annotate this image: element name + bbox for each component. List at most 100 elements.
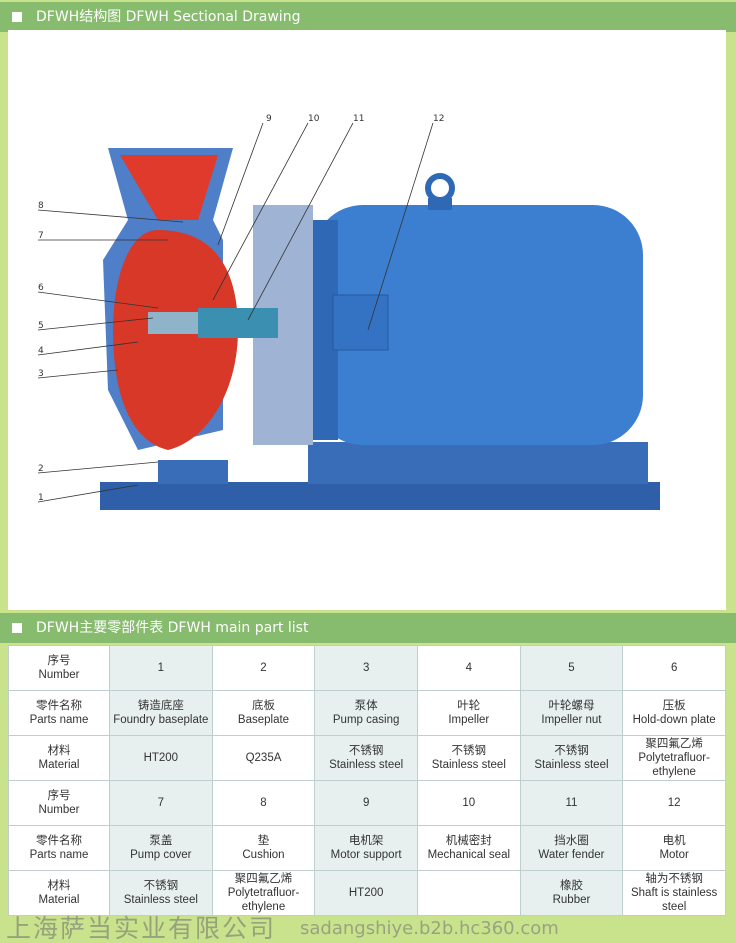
cell-text: Rubber: [552, 894, 591, 906]
cell-text: 聚四氟乙烯: [645, 738, 703, 750]
cell-text: Baseplate: [237, 714, 290, 726]
table-cell: 5: [519, 645, 624, 691]
cell-text: 序号: [47, 655, 71, 667]
cell-text: 7: [157, 797, 165, 809]
cell-text: 叶轮: [457, 700, 481, 712]
cell-text: 不锈钢: [143, 880, 179, 892]
cell-text: HT200: [143, 752, 179, 764]
table-cell: HT200: [314, 870, 418, 916]
cell-text: 材料: [47, 745, 71, 757]
cell-text: Impeller nut: [541, 714, 602, 726]
cell-text: 铸造底座: [137, 700, 184, 712]
cell-text: Parts name: [29, 714, 89, 726]
cell-text: Pump cover: [130, 849, 192, 861]
square-bullet-icon: [12, 623, 22, 633]
cell-text: Polytetrafluor-: [638, 752, 710, 764]
cell-text: Water fender: [538, 849, 605, 861]
section-header-parts: DFWH主要零部件表 DFWH main part list: [0, 613, 736, 643]
table-cell: 泵盖 Pump cover: [109, 825, 213, 871]
callout-2: 2: [38, 464, 44, 474]
callout-7: 7: [38, 231, 44, 241]
cell-text: Hold-down plate: [632, 714, 716, 726]
cell-text: Stainless steel: [431, 759, 506, 771]
pump-sectional-drawing: 1 2 3 4 5 6 7 8 9 10 11 12: [37, 114, 660, 510]
cell-text: Polytetrafluor-: [227, 887, 300, 899]
cell-text: Parts name: [29, 849, 89, 861]
watermark-company: 上海萨当实业有限公司: [6, 914, 277, 943]
section-title: DFWH结构图 DFWH Sectional Drawing: [36, 9, 301, 25]
cell-text: 泵体: [354, 700, 378, 712]
cell-text: 序号: [47, 790, 71, 802]
table-cell: 3: [314, 645, 418, 691]
callout-12: 12: [433, 114, 444, 124]
cell-text: 挡水圈: [554, 835, 589, 847]
table-cell: 6: [622, 645, 726, 691]
cell-text: 橡胶: [559, 880, 583, 892]
cell-text: 12: [667, 797, 681, 809]
callout-lines: [37, 122, 434, 503]
cell-text: 电机架: [348, 835, 384, 847]
cell-text: 底板: [251, 700, 275, 712]
cell-text: 压板: [662, 700, 686, 712]
cell-text: Shaft is stainless: [630, 887, 718, 899]
cell-text: 8: [260, 797, 267, 809]
table-cell: [416, 870, 521, 916]
cell-text: 电机: [662, 835, 686, 847]
table-cell: 挡水圈 Water fender: [519, 825, 624, 871]
cell-text: 零件名称: [36, 835, 82, 847]
table-cell: 11: [519, 780, 624, 826]
cell-text: 1: [157, 662, 165, 674]
cell-text: Foundry baseplate: [113, 714, 209, 726]
callout-9: 9: [266, 114, 272, 124]
watermark-url: sadangshiye.b2b.hc360.com: [300, 918, 559, 939]
table-cell: HT200: [109, 735, 213, 781]
square-bullet-icon: [12, 12, 22, 22]
table-cell: 压板 Hold-down plate: [622, 690, 726, 736]
cell-text: 9: [362, 797, 370, 809]
section-title: DFWH主要零部件表 DFWH main part list: [36, 620, 309, 636]
row-label: 零件名称 Parts name: [8, 825, 110, 871]
cell-text: ethylene: [241, 901, 286, 913]
callout-8: 8: [38, 201, 44, 211]
cell-text: 6: [670, 662, 678, 674]
table-cell: 4: [416, 645, 521, 691]
table-cell: 铸造底座 Foundry baseplate: [109, 690, 213, 736]
table-cell: 7: [109, 780, 213, 826]
cell-text: 机械密封: [445, 835, 492, 847]
cell-text: 11: [565, 797, 578, 809]
cell-text: ethylene: [652, 766, 696, 778]
cell-text: 泵盖: [149, 835, 173, 847]
pump-casing: [103, 148, 278, 450]
table-cell: 橡胶 Rubber: [519, 870, 624, 916]
table-cell: Q235A: [211, 735, 316, 781]
cell-text: 材料: [47, 880, 71, 892]
cell-text: 3: [362, 662, 370, 674]
baseplate: [100, 442, 660, 510]
cell-text: Motor support: [330, 849, 402, 861]
table-cell: 10: [416, 780, 521, 826]
drawing-panel: 1 2 3 4 5 6 7 8 9 10 11 12: [8, 30, 726, 610]
cell-text: 不锈钢: [348, 745, 384, 757]
table-cell: 12: [622, 780, 726, 826]
table-cell: 聚四氟乙烯 Polytetrafluor-ethylene: [622, 735, 726, 781]
table-cell: 2: [211, 645, 316, 691]
cell-text: Stainless steel: [534, 759, 609, 771]
